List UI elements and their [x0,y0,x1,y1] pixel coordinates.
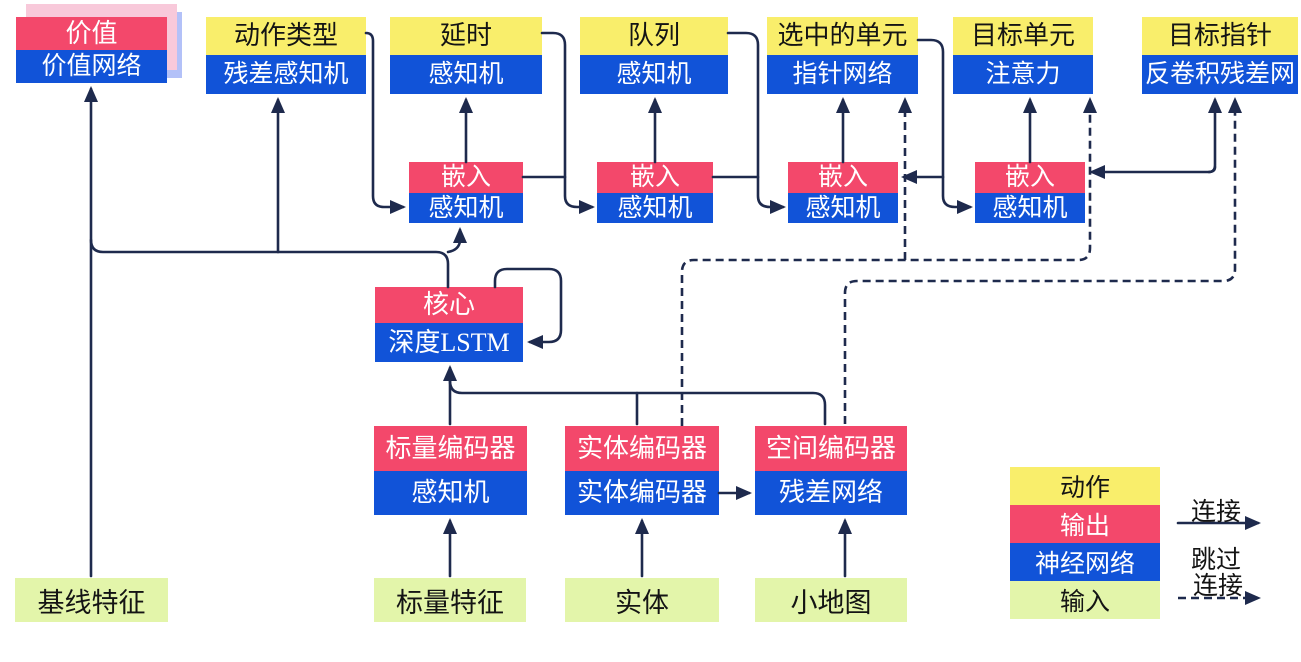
node-embed-1-output: 嵌入 [409,162,523,193]
node-delay-action: 延时 [390,17,542,55]
node-queue-action: 队列 [580,17,728,55]
node-scalar-encoder-output: 标量编码器 [374,426,527,471]
node-queue: 队列 感知机 [580,17,728,94]
node-embed-3-network: 感知机 [788,193,898,223]
node-value: 价值 价值网络 [16,17,167,83]
node-embed-2: 嵌入 感知机 [597,162,713,223]
node-target-point-network: 反卷积残差网 [1142,55,1298,94]
input-entities: 实体 [565,578,719,622]
node-delay: 延时 感知机 [390,17,542,94]
node-scalar-encoder: 标量编码器 感知机 [374,426,527,515]
node-value-network: 价值网络 [16,50,167,83]
node-queue-network: 感知机 [580,55,728,94]
node-target-unit: 目标单元 注意力 [953,17,1093,94]
node-action-type: 动作类型 残差感知机 [206,17,366,94]
legend-skip-label-line2: 连接 [1193,573,1244,600]
node-value-output: 价值 [16,17,167,50]
node-action-type-network: 残差感知机 [206,55,366,94]
input-minimap: 小地图 [755,578,907,622]
node-target-unit-action: 目标单元 [953,17,1093,55]
node-embed-4-output: 嵌入 [975,162,1085,193]
node-core-output: 核心 [375,287,523,323]
legend-neural-network: 神经网络 [1010,543,1160,581]
node-entity-encoder: 实体编码器 实体编码器 [565,426,719,515]
node-scalar-encoder-network: 感知机 [374,471,527,515]
skip-connections [680,97,1261,605]
node-core-network: 深度LSTM [375,323,523,362]
legend-input: 输入 [1010,581,1160,619]
node-target-point: 目标指针 反卷积残差网 [1142,17,1298,94]
node-embed-4: 嵌入 感知机 [975,162,1085,223]
node-embed-3-output: 嵌入 [788,162,898,193]
input-scalar-features: 标量特征 [374,578,526,622]
node-embed-1: 嵌入 感知机 [409,162,523,223]
node-entity-encoder-network: 实体编码器 [565,471,719,515]
legend-action: 动作 [1010,467,1160,505]
node-embed-3: 嵌入 感知机 [788,162,898,223]
legend-swatches: 动作 输出 神经网络 输入 [1010,467,1160,619]
legend-skip-label-line1: 跳过 [1191,547,1242,574]
node-entity-encoder-output: 实体编码器 [565,426,719,471]
input-baseline-features: 基线特征 [15,578,168,622]
node-selected-units-network: 指针网络 [767,55,918,94]
node-target-point-action: 目标指针 [1142,17,1298,55]
node-target-unit-network: 注意力 [953,55,1093,94]
node-delay-network: 感知机 [390,55,542,94]
node-embed-4-network: 感知机 [975,193,1085,223]
solid-connections [84,31,1261,578]
legend-solid-connection-label: 连接 [1191,499,1242,526]
node-spatial-encoder-network: 残差网络 [755,471,907,515]
node-spatial-encoder: 空间编码器 残差网络 [755,426,907,515]
node-core: 核心 深度LSTM [375,287,523,362]
node-embed-1-network: 感知机 [409,193,523,223]
node-action-type-action: 动作类型 [206,17,366,55]
node-selected-units: 选中的单元 指针网络 [767,17,918,94]
legend-output: 输出 [1010,505,1160,543]
node-embed-2-network: 感知机 [597,193,713,223]
node-selected-units-action: 选中的单元 [767,17,918,55]
node-spatial-encoder-output: 空间编码器 [755,426,907,471]
node-embed-2-output: 嵌入 [597,162,713,193]
